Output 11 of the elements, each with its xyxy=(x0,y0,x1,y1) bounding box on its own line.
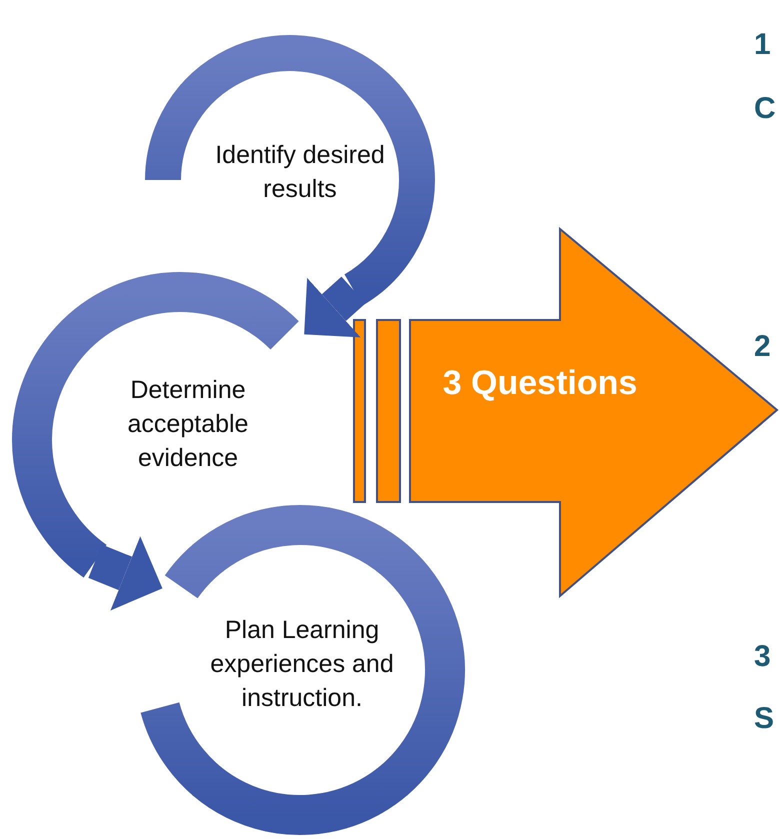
step-text: Plan Learning experiences and instruction. xyxy=(209,615,395,714)
question-text: 1 xyxy=(754,28,771,62)
arrow-text: 3 Questions xyxy=(442,363,638,404)
arrow xyxy=(88,536,162,610)
question-text: S xyxy=(754,702,774,736)
question-text: 2 xyxy=(754,330,771,364)
question-text: C xyxy=(754,92,776,126)
step-text: Identify desired results xyxy=(214,140,386,205)
arrow xyxy=(304,276,366,338)
step-text: Determine acceptable evidence xyxy=(126,375,250,474)
question-text: 3 xyxy=(754,640,771,674)
